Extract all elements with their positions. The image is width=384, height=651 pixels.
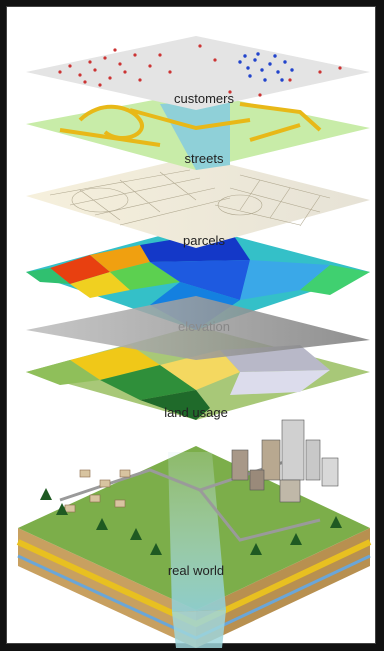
customer-dots-red [58, 44, 342, 97]
customers-layer: customers [26, 36, 370, 110]
layer-label-parcels: parcels [183, 233, 225, 248]
parcels-layer: parcels [26, 156, 370, 248]
customer-dots-blue [238, 52, 294, 82]
streets-layer: streets [26, 92, 370, 170]
layer-label-land-usage: land usage [164, 405, 228, 420]
layer-label-real-world: real world [168, 563, 224, 578]
real-world-layer: real world [16, 419, 372, 648]
layer-label-streets: streets [184, 151, 224, 166]
layer-label-customers: customers [174, 91, 234, 106]
gray-layer [26, 296, 370, 360]
